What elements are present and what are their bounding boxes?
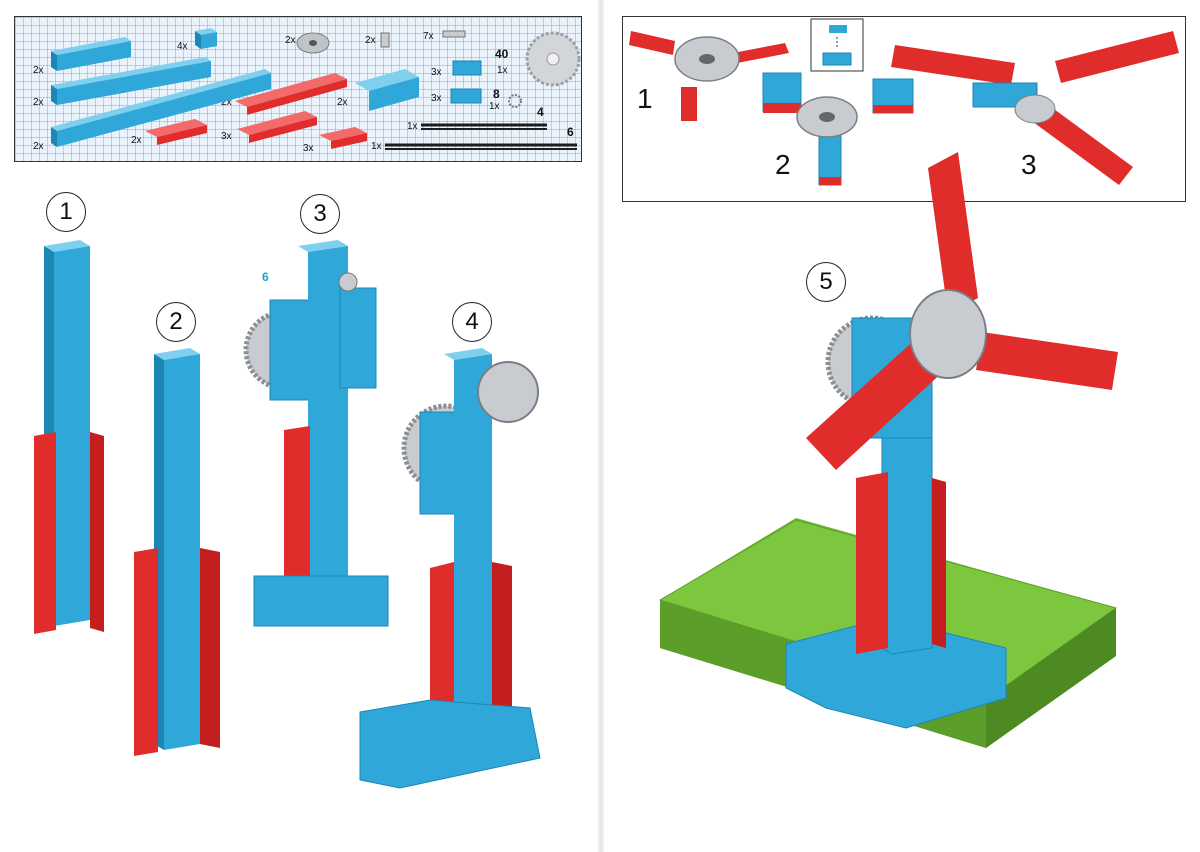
sub-step-2-number: 2 xyxy=(775,149,791,180)
sub-step-1-illustration xyxy=(629,31,789,121)
qty-wheel: 2x xyxy=(285,35,296,46)
parts-illustrations xyxy=(51,28,581,150)
part-brick-1x2 xyxy=(450,88,482,104)
step-1-number: 1 xyxy=(46,192,86,232)
qty-peg: 2x xyxy=(365,35,376,46)
step-3-illustration xyxy=(243,240,389,627)
part-plate-2x8 xyxy=(235,73,347,115)
step-5-illustration xyxy=(658,152,1118,748)
qty-beam-10: 2x xyxy=(33,97,44,108)
part-beam-1x2 xyxy=(195,28,217,49)
hub-wheel-icon xyxy=(909,289,987,379)
sub-step-2-illustration xyxy=(762,72,914,186)
qty-gear-40-teeth: 40 xyxy=(495,47,509,61)
part-beam-1x6 xyxy=(51,37,131,71)
sub-step-3-illustration xyxy=(891,31,1179,185)
part-plate-2x6 xyxy=(237,111,317,143)
step-4-number: 4 xyxy=(452,302,492,342)
qty-beam-2: 4x xyxy=(177,41,188,52)
qty-brick-1x2: 3x xyxy=(431,93,442,104)
part-gear-8 xyxy=(508,94,522,108)
step-3-number: 3 xyxy=(300,194,340,234)
part-beam-1x14 xyxy=(51,69,271,147)
parts-list-panel: 2x 4x 2x 2x 7x 40 1x 2x 3x 2x 2x 3x 8 1x… xyxy=(14,16,582,162)
qty-beam-6: 2x xyxy=(33,65,44,76)
qty-plate-2x4: 2x xyxy=(131,135,142,146)
qty-plate-2x8: 2x xyxy=(221,97,232,108)
qty-plate-2x3: 3x xyxy=(303,143,314,154)
propeller-subassembly-panel: 1 2 3 xyxy=(622,16,1186,202)
qty-axle-6-length: 6 xyxy=(567,125,574,139)
page-fold xyxy=(598,0,604,852)
step-5-number: 5 xyxy=(806,262,846,302)
part-plate-2x4 xyxy=(145,119,207,145)
part-wheel xyxy=(296,32,330,54)
sub-inset-detail xyxy=(810,18,864,72)
part-gear-40 xyxy=(525,31,581,87)
qty-gear-8-teeth: 8 xyxy=(493,87,500,101)
qty-plate-2x6: 3x xyxy=(221,131,232,142)
part-half-beam xyxy=(452,60,482,76)
step-1-illustration xyxy=(34,240,104,634)
wheel-icon xyxy=(477,361,539,423)
part-plate-2x3 xyxy=(319,127,367,149)
qty-beam-14: 2x xyxy=(33,141,44,152)
part-beam-1x10 xyxy=(51,57,211,105)
qty-pin: 7x xyxy=(423,31,434,42)
callout-axle-6: 6 xyxy=(262,270,269,284)
part-peg xyxy=(380,32,390,48)
qty-axle-4-length: 4 xyxy=(537,105,544,119)
step-4-illustration xyxy=(359,348,541,789)
part-pin xyxy=(442,30,466,38)
qty-half-beam: 3x xyxy=(431,67,442,78)
part-brick-2x4 xyxy=(355,69,419,111)
propeller-blade-right xyxy=(976,332,1118,390)
step-2-illustration xyxy=(134,348,220,756)
qty-axle-6: 1x xyxy=(371,141,382,152)
sub-step-3-number: 3 xyxy=(1021,149,1037,180)
step-2-number: 2 xyxy=(156,302,196,342)
propeller-blade-top xyxy=(928,152,978,314)
qty-gear-8: 1x xyxy=(489,101,500,112)
qty-axle-4: 1x xyxy=(407,121,418,132)
qty-brick-2x4: 2x xyxy=(337,97,348,108)
qty-gear-40: 1x xyxy=(497,65,508,76)
peg-icon xyxy=(338,272,358,292)
sub-step-1-number: 1 xyxy=(637,83,653,114)
subassembly-illustrations xyxy=(629,18,1179,186)
